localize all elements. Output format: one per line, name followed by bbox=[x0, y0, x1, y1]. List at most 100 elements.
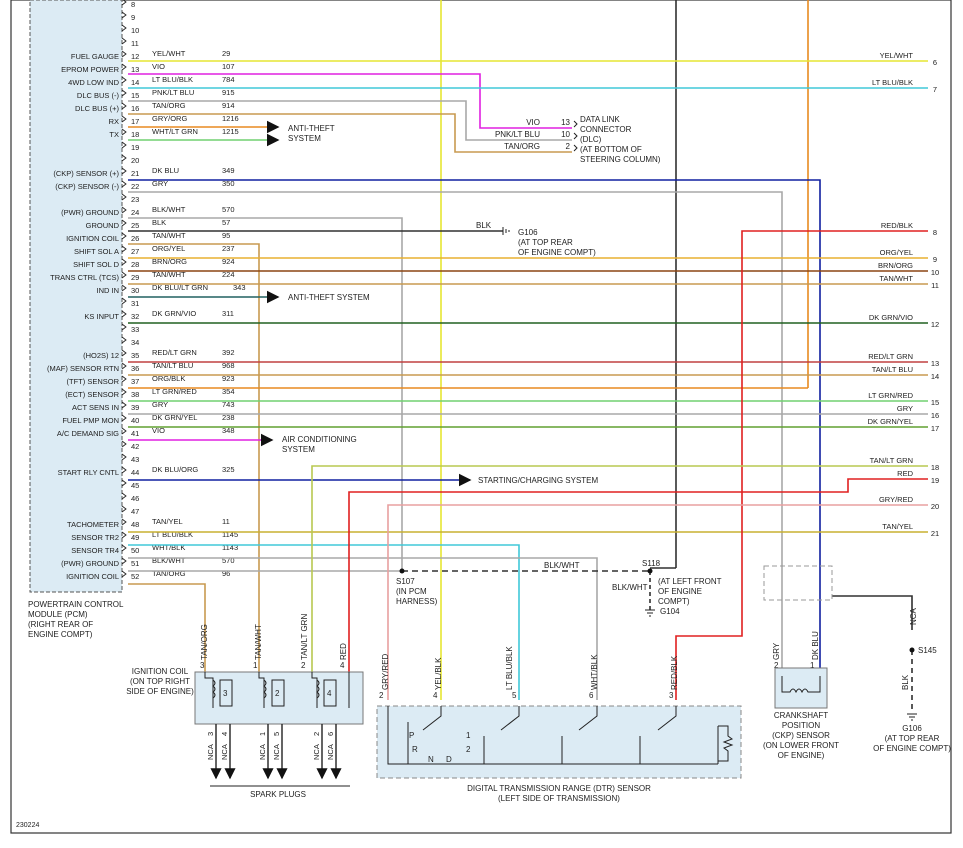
dtr-p: P bbox=[409, 731, 414, 740]
pin-terminal-symbol bbox=[121, 0, 127, 6]
dtr-sensor: GRY/RED 2 YEL/BLK 4 LT BLU/BLK 5 WHT/BLK… bbox=[376, 646, 742, 803]
dlc-pin-2: 2 bbox=[566, 142, 571, 151]
dlc-pin-13: 13 bbox=[561, 118, 570, 127]
ref-starting[interactable]: STARTING/CHARGING SYSTEM bbox=[478, 476, 598, 485]
pin-number: 46 bbox=[131, 494, 139, 503]
s118-wire-left: BLK/WHT bbox=[544, 561, 580, 570]
right-continuation-number: 12 bbox=[931, 320, 939, 329]
pcm-pin-row: 9 bbox=[121, 11, 135, 22]
pin-number: 13 bbox=[131, 65, 139, 74]
dlc-wire-vio: VIO bbox=[526, 118, 540, 127]
pin-number: 52 bbox=[131, 572, 139, 581]
right-continuation-number: 18 bbox=[931, 463, 939, 472]
pin-number: 17 bbox=[131, 117, 139, 126]
pin-wire-color: TAN/WHT bbox=[152, 270, 186, 279]
pin-function-label: (ECT) SENSOR bbox=[65, 390, 119, 399]
pin-function-label: TACHOMETER bbox=[67, 520, 120, 529]
spark-lead-number: 2 bbox=[312, 732, 321, 736]
wire-tan-lt-grn-18 bbox=[311, 465, 928, 672]
dlc-label-2: CONNECTOR bbox=[580, 125, 632, 134]
s118-loc-2: OF ENGINE bbox=[658, 587, 702, 596]
ref-anti-theft-2[interactable]: SYSTEM bbox=[288, 134, 321, 143]
dtr-label-2: (LEFT SIDE OF TRANSMISSION) bbox=[498, 794, 620, 803]
wire-pin15 bbox=[128, 100, 572, 141]
pin-number: 30 bbox=[131, 286, 139, 295]
pin-terminal-symbol bbox=[121, 89, 127, 97]
right-wire-color: TAN/WHT bbox=[879, 274, 913, 283]
s118-wire-down: BLK/WHT bbox=[612, 583, 648, 592]
pin-function-label: (CKP) SENSOR (+) bbox=[53, 169, 119, 178]
pin-circuit-number: 354 bbox=[222, 387, 235, 396]
dlc-label-5: STEERING COLUMN) bbox=[580, 155, 661, 164]
pin-number: 10 bbox=[131, 26, 139, 35]
pcm-module-label: POWERTRAIN CONTROL MODULE (PCM) (RIGHT R… bbox=[28, 600, 124, 639]
pin-terminal-symbol bbox=[121, 492, 127, 500]
pin-function-label: GROUND bbox=[86, 221, 120, 230]
s118-label: S118 bbox=[642, 559, 661, 568]
pin-number: 19 bbox=[131, 143, 139, 152]
coil-label-2: (ON TOP RIGHT bbox=[130, 677, 190, 686]
pin-number: 39 bbox=[131, 403, 139, 412]
pin-function-label: IGNITION COIL bbox=[66, 234, 119, 243]
pcm-name-line-2: MODULE (PCM) bbox=[28, 610, 88, 619]
pin-terminal-symbol bbox=[121, 63, 127, 71]
s118-loc-3: COMPT) bbox=[658, 597, 690, 606]
pin-number: 43 bbox=[131, 455, 139, 464]
pin-function-label: DLC BUS (+) bbox=[75, 104, 119, 113]
pin-number: 31 bbox=[131, 299, 139, 308]
pin-number: 37 bbox=[131, 377, 139, 386]
g104-label: G104 bbox=[660, 607, 680, 616]
pcm-name-line-1: POWERTRAIN CONTROL bbox=[28, 600, 124, 609]
coil-num-3: 4 bbox=[327, 689, 332, 698]
pin-wire-color: GRY bbox=[152, 400, 168, 409]
pin-terminal-symbol bbox=[121, 284, 127, 292]
pcm-name-line-4: ENGINE COMPT) bbox=[28, 630, 93, 639]
pin-terminal-symbol bbox=[121, 102, 127, 110]
pin-number: 48 bbox=[131, 520, 139, 529]
pin-wire-color: TAN/ORG bbox=[152, 101, 186, 110]
s145-label: S145 bbox=[918, 646, 937, 655]
ref-air-cond-1[interactable]: AIR CONDITIONING bbox=[282, 435, 357, 444]
pin-circuit-number: 924 bbox=[222, 257, 235, 266]
pin-number: 12 bbox=[131, 52, 139, 61]
ref-anti-theft-1[interactable]: ANTI-THEFT bbox=[288, 124, 335, 133]
spark-lead-label: NCA bbox=[326, 744, 335, 760]
coil-num-1: 3 bbox=[223, 689, 228, 698]
pin-function-label: TX bbox=[109, 130, 119, 139]
pin-function-label: START RLY CNTL bbox=[58, 468, 119, 477]
ref-anti-theft-b[interactable]: ANTI-THEFT SYSTEM bbox=[288, 293, 370, 302]
pin-circuit-number: 224 bbox=[222, 270, 235, 279]
g106-bottom-1: G106 bbox=[902, 724, 922, 733]
wire-layer bbox=[128, 0, 928, 712]
pin-terminal-symbol bbox=[121, 154, 127, 162]
pin-function-label: IND IN bbox=[97, 286, 120, 295]
pin-wire-color: DK GRN/YEL bbox=[152, 413, 197, 422]
pin-number: 27 bbox=[131, 247, 139, 256]
pin-circuit-number: 350 bbox=[222, 179, 235, 188]
right-wire-color: ORG/YEL bbox=[880, 248, 913, 257]
pcm-pin-row: 11 bbox=[121, 37, 139, 48]
pin-number: 42 bbox=[131, 442, 139, 451]
pin-wire-color: WHT/LT GRN bbox=[152, 127, 198, 136]
wire-pin16 bbox=[128, 113, 572, 153]
pin-number: 14 bbox=[131, 78, 139, 87]
pin-circuit-number: 1216 bbox=[222, 114, 239, 123]
pin-terminal-symbol bbox=[121, 401, 127, 409]
pin-number: 11 bbox=[131, 39, 139, 48]
right-continuation-number: 8 bbox=[933, 228, 937, 237]
ignition-coil: TAN/ORG 3 TAN/WHT 1 TAN/LT GRN 2 RED 4 3… bbox=[126, 614, 364, 725]
ref-air-cond-2[interactable]: SYSTEM bbox=[282, 445, 315, 454]
pin-terminal-symbol bbox=[121, 362, 127, 370]
spark-lead-label: NCA bbox=[258, 744, 267, 760]
s107-1: S107 bbox=[396, 577, 415, 586]
s107-splice bbox=[399, 568, 405, 574]
wire-pin49 bbox=[128, 544, 520, 700]
right-wire-color: TAN/YEL bbox=[882, 522, 913, 531]
